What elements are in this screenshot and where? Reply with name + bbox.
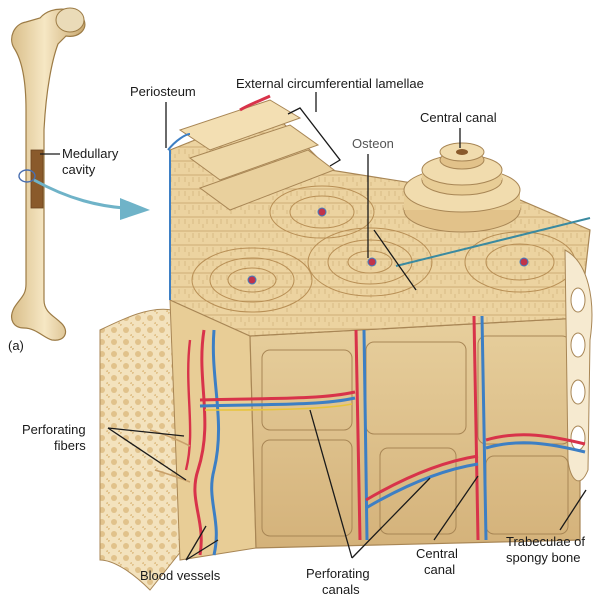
label-blood-vessels: Blood vessels [140, 568, 221, 583]
raised-osteon [403, 142, 521, 233]
label-medullary-line2: cavity [62, 162, 96, 177]
label-osteon: Osteon [352, 136, 394, 151]
label-perforating-canals-line2: canals [322, 582, 360, 597]
label-periosteum: Periosteum [130, 84, 196, 99]
label-external-lamellae: External circumferential lamellae [236, 76, 424, 91]
osteons [191, 142, 576, 313]
leader-lines [40, 92, 587, 561]
panel-label: (a) [8, 338, 24, 353]
label-medullary-line1: Medullary [62, 146, 119, 161]
zoom-arrow [33, 178, 150, 220]
medullary-cavity-shape [30, 149, 44, 209]
label-perforating-canals-line1: Perforating [306, 566, 370, 581]
external-lamellae-steps [169, 99, 336, 300]
compact-bone-block [99, 94, 593, 591]
trabeculae-spongy-bone [564, 249, 593, 482]
osteon-right [464, 231, 576, 293]
blood-vessels [167, 94, 586, 556]
label-trabeculae-line1: Trabeculae of [506, 534, 585, 549]
femur-section-marker [18, 169, 36, 183]
label-perforating-fibers-line1: Perforating [22, 422, 86, 437]
central-canal-pointer [395, 217, 591, 267]
perforating-fibers [149, 429, 191, 483]
label-central-canal-bottom-line1: Central [416, 546, 458, 561]
label-trabeculae-line2: spongy bone [506, 550, 580, 565]
osteon-left [191, 247, 313, 313]
femur-illustration [11, 7, 86, 341]
osteon-upper [269, 185, 375, 239]
label-central-canal-top: Central canal [420, 110, 497, 125]
labels: (a) Periosteum External circumferential … [8, 76, 585, 597]
label-perforating-fibers-line2: fibers [54, 438, 86, 453]
label-central-canal-bottom-line2: canal [424, 562, 455, 577]
